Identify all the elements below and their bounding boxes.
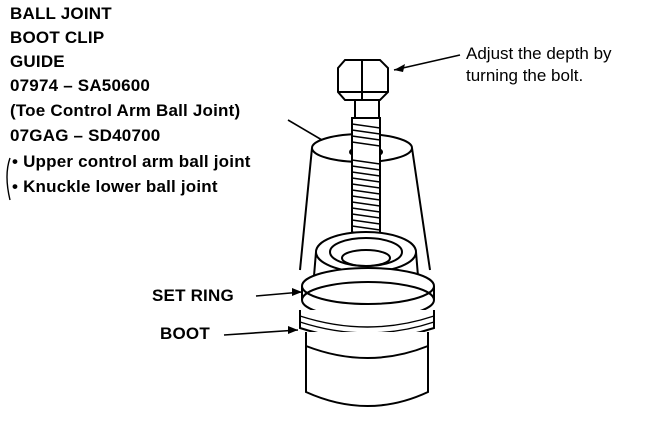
guide-body: [299, 147, 431, 271]
tool-name-line1: BALL JOINT: [10, 4, 112, 23]
boot-leader: [223, 329, 299, 336]
tool-name-line2: BOOT CLIP: [10, 28, 105, 47]
set-ring: [301, 267, 435, 305]
application-item-2: • Knuckle lower ball joint: [12, 177, 218, 196]
part-number-2: 07GAG – SD40700: [10, 126, 161, 145]
set-ring-label: SET RING: [152, 286, 234, 305]
part-number-1: 07974 – SA50600: [10, 76, 151, 95]
base-cylinder: [305, 332, 429, 407]
adjust-leader: [393, 54, 461, 71]
tool-name-line3: GUIDE: [10, 52, 65, 71]
application-item-1: • Upper control arm ball joint: [12, 152, 251, 171]
tool-label-leader: [287, 119, 323, 141]
boot-label: BOOT: [160, 324, 210, 343]
part-number-1-note: (Toe Control Arm Ball Joint): [10, 101, 241, 120]
adjust-callout-line2: turning the bolt.: [466, 66, 584, 85]
adjust-callout-line1: Adjust the depth by: [466, 44, 612, 63]
